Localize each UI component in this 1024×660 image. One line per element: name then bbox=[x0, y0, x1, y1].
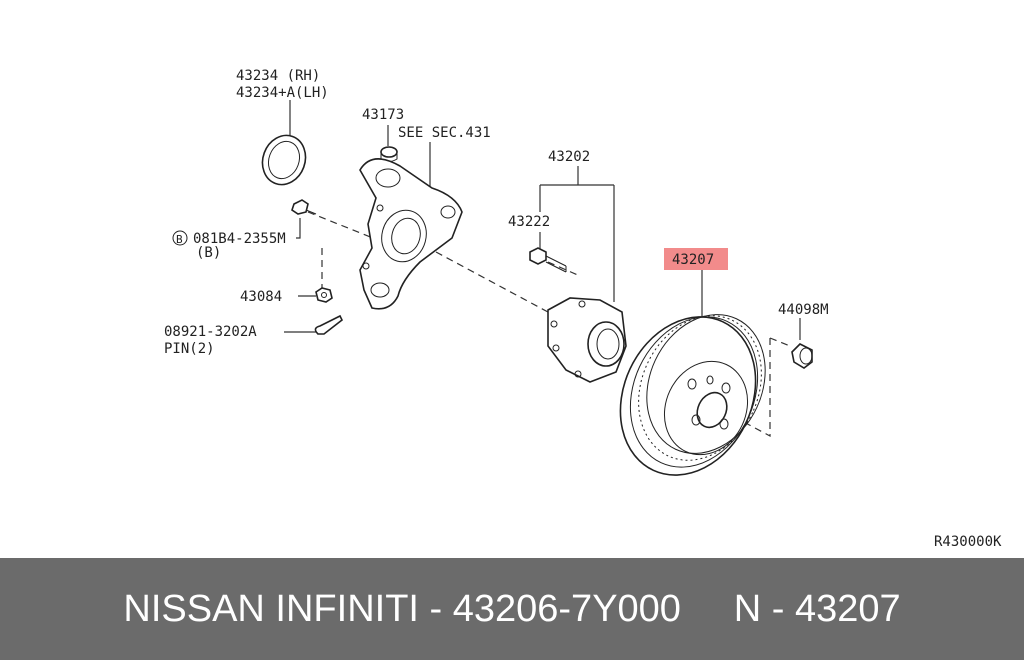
label-nut: 43084 bbox=[240, 289, 282, 305]
label-pin-no: 08921-3202A bbox=[164, 324, 257, 340]
brake-rotor-part bbox=[619, 314, 766, 476]
hub-assembly-part bbox=[547, 297, 627, 383]
label-rotor: 43207 bbox=[672, 252, 714, 268]
hub-bolt-part bbox=[529, 247, 567, 273]
label-bolt-spec: 081B4-2355M bbox=[193, 231, 286, 247]
label-bolt-circle: B bbox=[176, 233, 183, 246]
knuckle-bolt-part bbox=[291, 199, 317, 215]
label-seal-lh: 43234+A(LH) bbox=[236, 85, 329, 101]
label-seal-rh: 43234 (RH) bbox=[236, 68, 320, 84]
label-bolt-qty: (B) bbox=[196, 245, 221, 261]
leader-hub-assy bbox=[539, 166, 615, 302]
bolt-circle-marker bbox=[172, 230, 188, 246]
rotor-label-highlight bbox=[664, 248, 728, 270]
label-ref-code: R430000K bbox=[934, 534, 1002, 550]
nut-part bbox=[315, 287, 333, 303]
label-see-sec: SEE SEC.431 bbox=[398, 125, 491, 141]
label-hub-assy: 43202 bbox=[548, 149, 590, 165]
knuckle-part bbox=[359, 158, 463, 310]
assembly-line-hub bbox=[435, 251, 549, 313]
assembly-line-bolt bbox=[307, 211, 379, 241]
cotter-pin-part bbox=[314, 314, 344, 335]
label-hub-bolt: 43222 bbox=[508, 214, 550, 230]
cap-part bbox=[380, 146, 398, 162]
seal-ring-part bbox=[261, 134, 307, 186]
leader-bolt bbox=[296, 218, 301, 239]
footer-bar: NISSAN INFINITI - 43206-7Y000 N - 43207 bbox=[0, 558, 1024, 660]
label-pin-desc: PIN(2) bbox=[164, 341, 215, 357]
screw-part bbox=[791, 343, 813, 369]
label-cap: 43173 bbox=[362, 107, 404, 123]
footer-title: NISSAN INFINITI - 43206-7Y000 N - 43207 bbox=[123, 587, 901, 630]
label-screw: 44098M bbox=[778, 302, 829, 318]
assembly-line-hub-bolt bbox=[547, 261, 581, 277]
assembly-line-screw bbox=[739, 337, 791, 437]
